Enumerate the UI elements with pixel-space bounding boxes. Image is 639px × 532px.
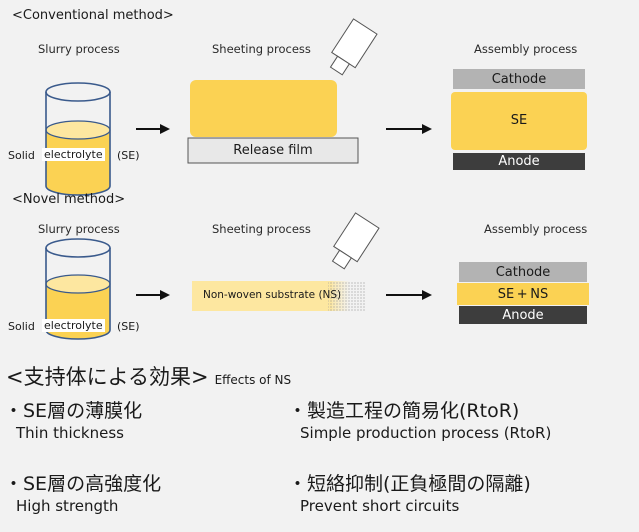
conventional-sheeting-label: Sheeting process [212, 42, 311, 56]
arrow-1-conventional-head [160, 124, 170, 134]
effect-item-strength: ・SE層の高強度化 High strength [4, 472, 161, 516]
release-film [187, 137, 359, 164]
novel-se-abbrev: (SE) [117, 320, 140, 333]
novel-se-ns-label: SE + NS [497, 287, 549, 302]
novel-substrate-filled [192, 281, 332, 311]
effect-en: Prevent short circuits [300, 497, 460, 515]
effects-title-en: Effects of NS [214, 373, 292, 387]
effects-title-jp: <支持体による効果> [6, 365, 209, 389]
conventional-cathode [453, 69, 585, 89]
effect-jp: ・SE層の高強度化 [4, 473, 162, 495]
conventional-anode [453, 153, 585, 170]
conventional-assembly-label: Assembly process [474, 42, 578, 56]
conventional-heading: <Conventional method> [12, 8, 174, 23]
novel-substrate-label: Non-woven substrate (NS) [203, 289, 342, 301]
effect-jp: ・製造工程の簡易化(RtoR) [288, 400, 520, 422]
coater-blade-icon [329, 18, 378, 76]
novel-assembly-label: Assembly process [484, 222, 588, 236]
effect-item-short-circuit: ・短絡抑制(正負極間の隔離) Prevent short circuits [288, 472, 531, 516]
conventional-solid-label: Solid [8, 149, 35, 162]
novel-heading: <Novel method> [12, 192, 126, 207]
conventional-electrolyte-label: electrolyte [42, 148, 105, 161]
effect-en: Thin thickness [16, 424, 124, 442]
effects-title: <支持体による効果> Effects of NS [6, 365, 292, 389]
conventional-se-layer [451, 92, 587, 150]
novel-cathode-label: Cathode [495, 265, 551, 280]
effect-item-thin: ・SE層の薄膜化 Thin thickness [4, 399, 142, 443]
conventional-se-sheet [190, 80, 337, 137]
effect-item-simple-process: ・製造工程の簡易化(RtoR) Simple production proces… [288, 399, 551, 443]
effect-jp: ・SE層の薄膜化 [4, 400, 143, 422]
arrow-1-novel-head [160, 290, 170, 300]
novel-electrolyte-label: electrolyte [42, 319, 105, 332]
effect-en: Simple production process (RtoR) [300, 424, 552, 442]
conventional-cathode-label: Cathode [491, 72, 547, 87]
novel-cathode [459, 262, 587, 282]
novel-anode [459, 306, 587, 324]
arrow-2-novel-head [422, 290, 432, 300]
arrow-2-conventional-head [422, 124, 432, 134]
coater-blade-icon-novel [331, 212, 380, 270]
conventional-anode-label: Anode [498, 154, 540, 169]
novel-sheeting-label: Sheeting process [212, 222, 311, 236]
effect-en: High strength [16, 497, 119, 515]
effect-jp: ・短絡抑制(正負極間の隔離) [288, 473, 531, 495]
novel-substrate-dotted [328, 281, 366, 311]
conventional-beaker [45, 82, 111, 196]
conventional-slurry-label: Slurry process [38, 42, 120, 56]
release-film-label: Release film [233, 143, 313, 158]
novel-solid-label: Solid [8, 320, 35, 333]
novel-anode-label: Anode [502, 308, 544, 323]
novel-se-ns-layer [457, 283, 589, 305]
conventional-se-abbrev: (SE) [117, 149, 140, 162]
novel-slurry-label: Slurry process [38, 222, 120, 236]
conventional-se-label: SE [510, 113, 528, 128]
